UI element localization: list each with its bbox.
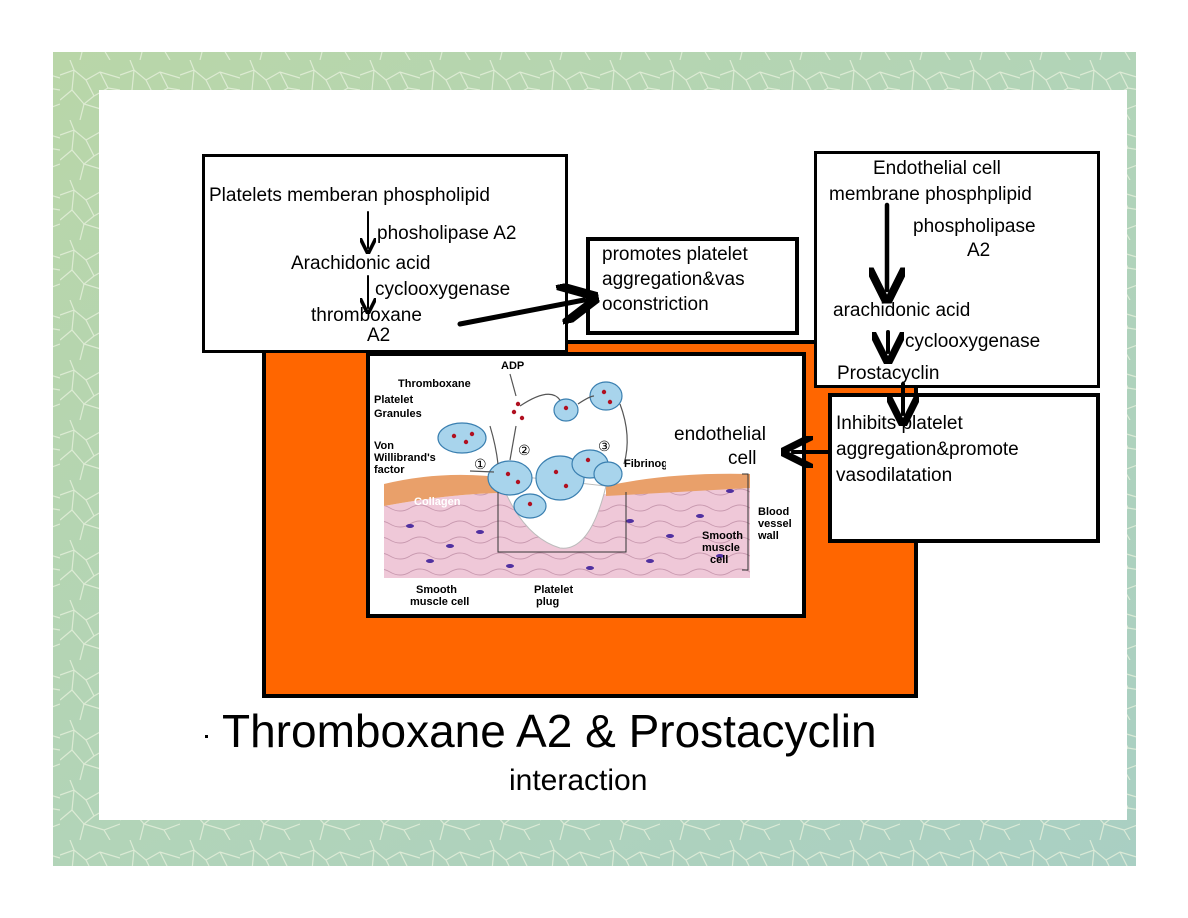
right-enzyme-phospholipase: phospholipase (913, 216, 1036, 237)
endothelial-line-2: cell (728, 448, 757, 469)
right-line-membrane: membrane phosphplipid (829, 184, 1032, 205)
endothelial-cell-label: endothelial cell (666, 422, 792, 472)
label-factor: factor (374, 464, 405, 476)
label-smooth-muscle-cell-2: muscle cell (410, 596, 470, 608)
endothelial-line-1: endothelial (674, 424, 766, 445)
label-von: Von (374, 440, 394, 452)
label-vessel: vessel (758, 518, 792, 530)
label-adp: ADP (501, 360, 525, 372)
left-enzyme-cyclooxygenase: cyclooxygenase (375, 279, 511, 300)
prostacyclin-pathway-box: Endothelial cell membrane phosphplipid p… (814, 151, 1100, 388)
label-collagen: Collagen (414, 496, 461, 508)
label-platelet-plug-1: Platelet (534, 584, 574, 596)
right-line-prostacyclin: Prostacyclin (837, 363, 940, 384)
label-smooth: Smooth (702, 530, 743, 542)
inhibit-line-3: vasodilatation (836, 465, 953, 486)
thromboxane-pathway-box: Platelets memberan phospholipid phosholi… (202, 154, 568, 353)
label-wall: wall (758, 530, 779, 542)
title-dot (205, 735, 208, 738)
promote-line-2: aggregation&vas (602, 269, 745, 290)
inhibit-line-2: aggregation&promote (836, 439, 1019, 460)
left-line-a2: A2 (367, 325, 391, 346)
label-muscle: muscle (702, 542, 740, 554)
label-smooth-muscle-cell-1: Smooth (416, 584, 457, 596)
platelet-plug-illustration (384, 373, 750, 578)
right-enzyme-a2: A2 (967, 240, 991, 261)
step-1-marker: ① (474, 456, 487, 472)
left-line-thromboxane: thromboxane (311, 305, 422, 326)
inhibits-aggregation-box: Inhibits platelet aggregation&promote va… (828, 393, 1100, 543)
right-enzyme-cyclooxygenase: cyclooxygenase (905, 331, 1041, 352)
right-line-arachidonic: arachidonic acid (833, 300, 971, 321)
right-line-endothelial: Endothelial cell (873, 158, 1001, 179)
label-willibrands: Willibrand's (374, 452, 436, 464)
promote-line-1: promotes platelet (602, 244, 748, 265)
left-line-membrane: Platelets memberan phospholipid (209, 185, 490, 206)
promote-line-3: oconstriction (602, 294, 709, 315)
label-platelet: Platelet (374, 394, 414, 406)
label-platelet-plug-2: plug (536, 596, 560, 608)
platelet-plug-figure: ADP Thromboxane Platelet Granules Von Wi… (366, 352, 806, 618)
promotes-aggregation-box: promotes platelet aggregation&vas oconst… (586, 237, 799, 335)
label-granules: Granules (374, 408, 422, 420)
inhibit-line-1: Inhibits platelet (836, 413, 963, 434)
label-blood: Blood (758, 506, 790, 518)
left-enzyme-phospholipase: phosholipase A2 (377, 223, 517, 244)
slide-title: Thromboxane A2 & Prostacyclin (222, 705, 877, 757)
step-2-marker: ② (518, 442, 531, 458)
slide-subtitle: interaction (509, 764, 648, 797)
label-thromboxane: Thromboxane (398, 378, 471, 390)
label-cell: cell (710, 554, 729, 566)
step-3-marker: ③ (598, 438, 611, 454)
left-line-arachidonic: Arachidonic acid (291, 253, 431, 274)
